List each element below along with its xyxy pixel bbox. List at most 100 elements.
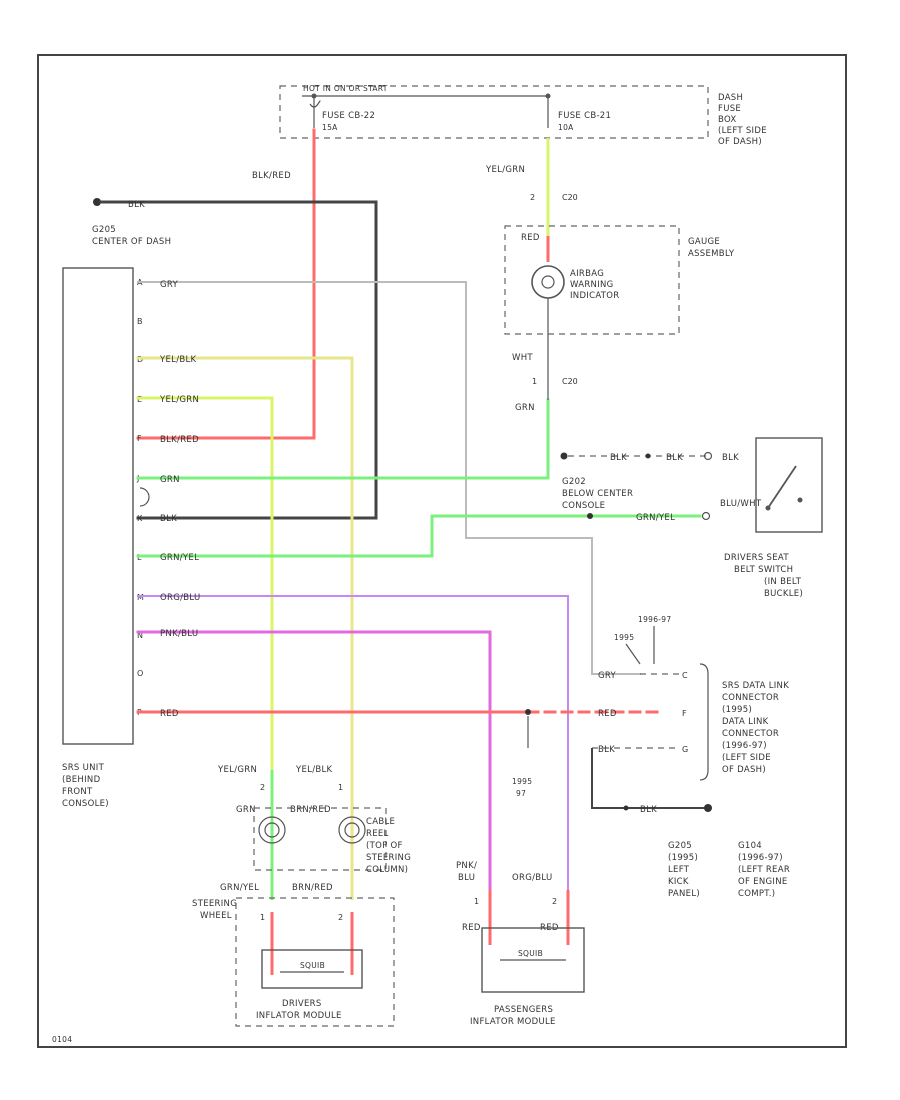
gauge-bottom-pin: 1 [532,377,537,386]
driver-pin-d: 2 [338,913,343,922]
seat-wire-top-1: BLK [610,453,627,463]
data-link-pin-f: F [682,709,687,718]
diagram-frame [37,54,847,1048]
cable-reel-outline [253,807,387,871]
seat-wire-mid-1: GRN/YEL [636,513,675,523]
seat-belt-switch-box [755,437,823,533]
wire-grn [136,398,550,480]
data-link-ground-splice [623,805,629,811]
reel-wire-1-top: YEL/GRN [217,765,257,775]
fuse-box-desc-4: (LEFT SIDE [718,126,767,136]
fuse-bus-node-2 [545,93,551,99]
g202-location-2: CONSOLE [562,501,605,511]
wire-label-blk-red: BLK/RED [160,435,199,445]
reel-wire-2-top: YEL/BLK [295,765,333,775]
wire-blk-red [136,128,316,440]
wire-pnk-blu [136,630,492,892]
reel-pin-b: 1 [338,783,343,792]
seat-switch-name-3: (IN BELT [764,577,802,587]
seat-ground-terminal [703,451,713,461]
data-link-bracket [699,663,709,781]
data-link-year-1: 1996-97 [638,615,671,624]
drivers-module-name-2: INFLATOR MODULE [256,1011,342,1021]
fuse-1-name: FUSE CB-22 [322,111,375,121]
data-link-name-1: SRS DATA LINK [722,681,789,691]
passenger-wire-2: ORG/BLU [512,873,553,883]
gauge-name-2: ASSEMBLY [688,249,735,259]
steering-wheel-2: WHEEL [200,911,232,921]
wire-yel-grn [136,396,274,772]
fuse-box-desc-5: OF DASH) [718,137,762,147]
wire-org-blu [137,595,569,891]
data-link-ground-node [704,804,712,812]
data-link-name-4: DATA LINK [722,717,769,727]
passenger-wire-1-line-1: PNK/ [456,861,477,871]
wire-label-grn: GRN [160,475,180,485]
passenger-pin-1: 1 [474,897,479,906]
fuse-1-rating: 15A [322,123,338,132]
ground-note-2-line-5: COMPT.) [738,889,775,899]
drivers-module-outline [235,897,395,1027]
drivers-squib-box [261,949,363,989]
srs-pin-m: M [137,593,144,602]
wire-label-yel-grn: YEL/GRN [159,395,199,405]
data-link-pin-g: G [682,745,688,754]
wire-gry [137,281,641,675]
srs-connector-bracket [139,487,150,507]
g205-location: CENTER OF DASH [92,237,171,247]
fuse-2-rating: 10A [558,123,574,132]
seat-switch-point [797,497,803,503]
data-link-pin-c: C [682,671,688,680]
data-link-name-5: CONNECTOR [722,729,779,739]
data-link-name-6: (1996-97) [722,741,767,751]
data-link-year-2: 1995 [614,633,634,642]
seat-wire-mid-2: BLU/WHT [720,499,762,509]
fuse-box-desc-3: BOX [718,115,737,125]
passenger-squib-label: SQUIB [518,949,543,958]
red-splice-node [525,709,531,715]
srs-pin-o: O [137,669,143,678]
reel-wire-2-mid: BRN/RED [290,805,331,815]
passenger-wire-in-1: RED [462,923,481,933]
g205-wire-label: BLK [128,200,145,210]
data-link-name-3: (1995) [722,705,752,715]
gauge-wire-in: RED [521,233,540,243]
cable-reel-name-5: COLUMN) [366,865,408,875]
fuse-2-name: FUSE CB-21 [558,111,611,121]
seat-switch-name-1: DRIVERS SEAT [724,553,789,563]
drivers-squib-label: SQUIB [300,961,325,970]
g202-name: G202 [562,477,586,487]
seat-belt-terminal [701,511,711,521]
data-link-wire-3: BLK [598,745,615,755]
passenger-module-name-1: PASSENGERS [494,1005,553,1015]
wire-blk-ground [99,200,378,520]
ground-note-1-line-5: PANEL) [668,889,700,899]
data-link-year-leaders [625,626,655,665]
driver-pin-c: 1 [260,913,265,922]
passenger-pin-2: 2 [552,897,557,906]
srs-unit-label-2: (BEHIND [62,775,101,785]
seat-belt-switch-contact [767,465,797,509]
gauge-top-wire: YEL/GRN [485,165,525,175]
airbag-indicator-filament [541,275,555,289]
wire-label-blk-red-left: BLK/RED [252,171,291,181]
ground-note-2-line-4: OF ENGINE [738,877,788,887]
steering-wheel-1: STEERING [192,899,237,909]
airbag-indicator-lamp [531,265,565,299]
ground-note-1-line-4: KICK [668,877,689,887]
cable-reel-coil-2 [338,816,366,844]
srs-unit-label-4: CONSOLE) [62,799,109,809]
reel-wire-1-bot: GRN/YEL [220,883,259,893]
fuse-box-desc-2: FUSE [718,104,741,114]
gauge-name-1: GAUGE [688,237,720,247]
cable-reel-coil-1-inner [264,822,280,838]
gauge-bottom-conn: C20 [562,377,578,386]
ground-note-2-line-3: (LEFT REAR [738,865,790,875]
srs-pin-k: K [137,514,143,523]
data-link-name-2: CONNECTOR [722,693,779,703]
cable-reel-coil-1 [258,816,286,844]
ground-g205-node [93,198,101,206]
wire-label-grn-yel: GRN/YEL [160,553,199,563]
srs-unit-label-3: FRONT [62,787,93,797]
